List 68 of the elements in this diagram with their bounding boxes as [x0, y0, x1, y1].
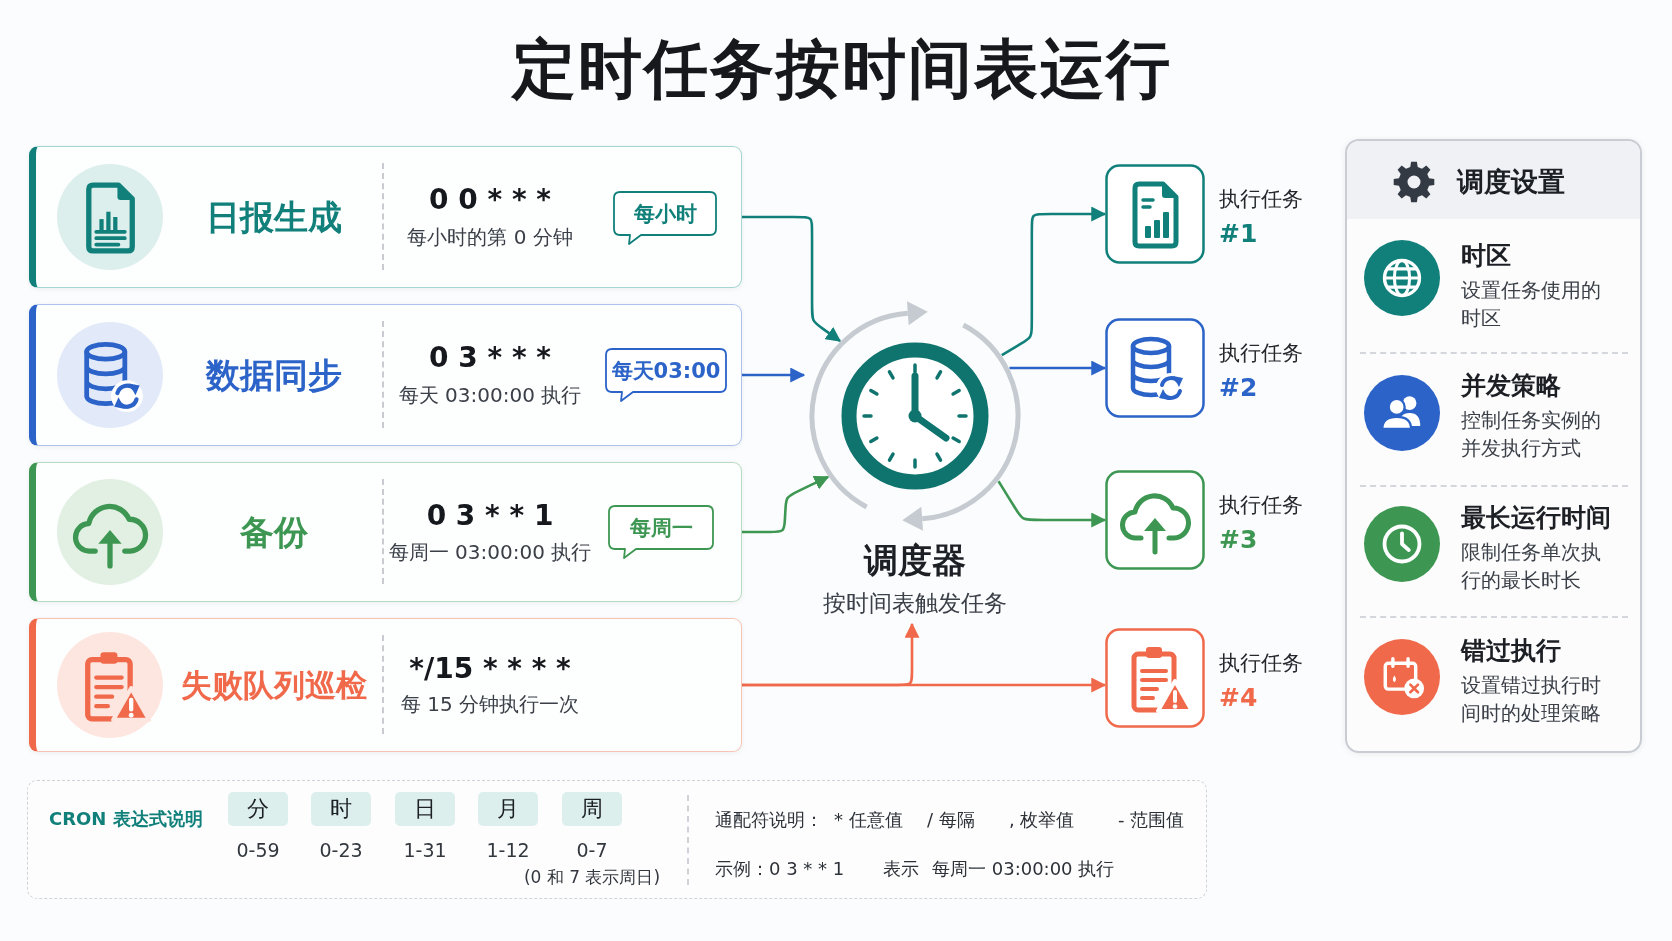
frequency-label: 每周一 — [629, 514, 693, 542]
wildcard-note: * 任意值 — [834, 808, 903, 832]
range-label: 0-7 — [576, 839, 608, 863]
wildcard-note: , 枚举值 — [1009, 808, 1075, 832]
schedule-description: 每天 03:00:00 执行 — [398, 382, 582, 408]
setting-description: 限制任务单次执行的最长时长 — [1461, 539, 1602, 594]
range-label: 1-31 — [403, 839, 447, 863]
panel-title: 调度设置 — [1457, 165, 1565, 199]
task-card — [29, 146, 742, 288]
setting-description: 控制任务实例的并发执行方式 — [1461, 407, 1602, 462]
setting-title: 并发策略 — [1461, 370, 1561, 402]
setting-title: 错过执行 — [1461, 635, 1561, 667]
wildcard-note: 通配符说明： — [715, 808, 823, 832]
task-label: 执行任务 — [1219, 649, 1303, 677]
example-note: 表示 — [883, 857, 919, 881]
setting-title: 最长运行时间 — [1461, 502, 1611, 534]
task-label: 执行任务 — [1219, 491, 1303, 519]
task-number: #4 — [1219, 682, 1258, 714]
cron-field-tag: 分 — [228, 792, 288, 826]
schedule-description: 每 15 分钟执行一次 — [400, 691, 580, 717]
setting-description: 设置任务使用的时区 — [1461, 277, 1602, 332]
arrow — [997, 480, 1107, 528]
example-note: 每周一 03:00:00 执行 — [932, 857, 1115, 881]
cron-expression: 0 3 * * 1 — [426, 497, 554, 533]
arrow — [742, 677, 1107, 693]
task-name: 日报生成 — [206, 195, 342, 238]
cron-expression: 0 0 * * * — [429, 181, 551, 217]
frequency-label: 每小时 — [633, 200, 697, 228]
task-label: 执行任务 — [1219, 339, 1303, 367]
arrow — [742, 475, 830, 534]
task-card — [29, 618, 742, 752]
range-label: 1-12 — [486, 839, 530, 863]
cron-expression: 0 3 * * * — [429, 339, 551, 375]
cron-field-tag: 日 — [395, 792, 455, 826]
task-number: #1 — [1219, 218, 1258, 250]
wildcard-note: / 每隔 — [927, 808, 975, 832]
scheduler-subtitle: 按时间表触发任务 — [823, 588, 1007, 618]
task-name: 失败队列巡检 — [181, 665, 367, 704]
example-note: 示例：0 3 * * 1 — [715, 857, 845, 881]
setting-description: 设置错过执行时间时的处理策略 — [1461, 672, 1602, 727]
schedule-description: 每周一 03:00:00 执行 — [388, 539, 592, 565]
wildcard-note: - 范围值 — [1118, 808, 1185, 832]
cron-legend-panel — [27, 780, 1207, 899]
scheduler-title: 调度器 — [864, 538, 966, 582]
range-label: 0-59 — [236, 839, 280, 863]
settings-panel — [1345, 139, 1642, 753]
task-label: 执行任务 — [1219, 185, 1303, 213]
task-number: #3 — [1219, 524, 1258, 556]
task-card — [29, 462, 742, 602]
diagram-title: 定时任务按时间表运行 — [512, 31, 1172, 108]
range-label: 0-23 — [319, 839, 363, 863]
range-note: (0 和 7 表示周日) — [523, 867, 661, 889]
arrow — [1001, 206, 1107, 357]
cron-expression: */15 * * * * — [409, 650, 571, 686]
legend-title: CRON 表达式说明 — [49, 807, 203, 831]
task-name: 备份 — [240, 510, 308, 553]
setting-title: 时区 — [1461, 240, 1511, 272]
arrow — [742, 367, 806, 383]
cron-field-tag: 月 — [478, 792, 538, 826]
arrow — [1009, 360, 1107, 376]
task-card — [29, 304, 742, 446]
schedule-description: 每小时的第 0 分钟 — [407, 224, 573, 250]
task-number: #2 — [1219, 372, 1258, 404]
cron-field-tag: 周 — [562, 792, 622, 826]
cron-field-tag: 时 — [311, 792, 371, 826]
task-name: 数据同步 — [206, 353, 342, 396]
arrow — [742, 215, 842, 343]
frequency-label: 每天03:00 — [611, 357, 721, 385]
